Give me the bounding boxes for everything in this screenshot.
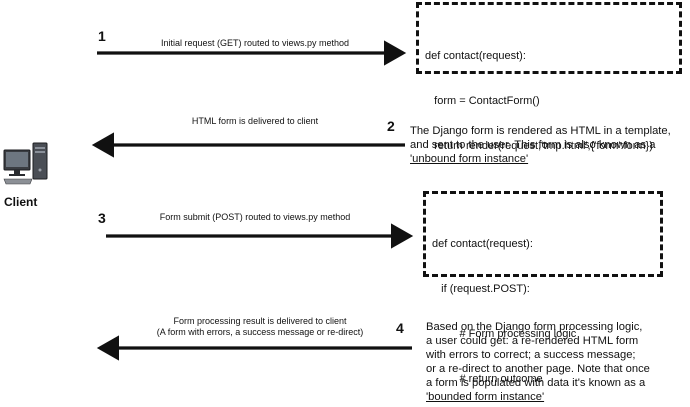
unbound-form-instance-term: 'unbound form instance' — [410, 153, 529, 165]
code-line: # return outcome — [432, 373, 543, 385]
description-line: and sent to the user. This form is also … — [410, 139, 656, 151]
description-line: The Django form is rendered as HTML in a… — [410, 125, 671, 137]
code-line: if (request.POST): — [432, 283, 530, 295]
code-box-view-get: def contact(request): form = ContactForm… — [416, 2, 682, 152]
code-line: form = ContactForm() — [425, 95, 540, 107]
arrow-label-4: Form processing result is delivered to c… — [110, 316, 410, 338]
description-line: with errors to correct; a success messag… — [426, 349, 636, 361]
arrow-label-line: Form processing result is delivered to c… — [173, 316, 347, 326]
arrow-label-1: Initial request (GET) routed to views.py… — [160, 38, 350, 48]
client-label: Client — [4, 195, 38, 209]
client: Client — [2, 140, 62, 210]
code-box-view-post: def contact(request): if (request.POST):… — [423, 191, 663, 385]
code-line: def contact(request): — [432, 238, 533, 250]
bounded-form-instance-term: 'bounded form instance' — [426, 391, 545, 403]
description-line: a user could get: a re-rendered HTML for… — [426, 335, 639, 347]
step-number-3: 3 — [98, 210, 106, 226]
description-line: Based on the Django form processing logi… — [426, 321, 643, 333]
desktop-computer-icon — [3, 142, 48, 185]
arrow-label-line: (A form with errors, a success message o… — [156, 327, 364, 337]
arrow-label-2: HTML form is delivered to client — [191, 116, 319, 126]
step-number-4: 4 — [396, 320, 404, 336]
step-2-description: The Django form is rendered as HTML in a… — [410, 124, 688, 166]
code-line: # Form processing logic — [432, 328, 577, 340]
code-line: def contact(request): — [425, 50, 526, 62]
step-number-1: 1 — [98, 28, 106, 44]
arrow-label-3: Form submit (POST) routed to views.py me… — [159, 212, 351, 222]
step-number-2: 2 — [387, 118, 395, 134]
code-line: return render(request,'tmp.html',{'form'… — [425, 140, 653, 152]
step-4-description: Based on the Django form processing logi… — [426, 320, 688, 404]
description-line: or a re-direct to another page. Note tha… — [426, 363, 650, 375]
description-line: a form is populated with data it's known… — [426, 377, 646, 389]
